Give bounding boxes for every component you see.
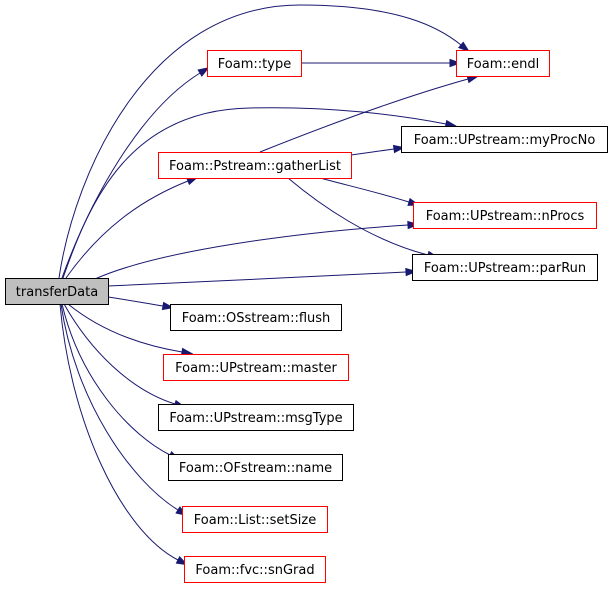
node-snGrad[interactable]: Foam::fvc::snGrad bbox=[184, 556, 326, 583]
edge-gatherList-to-nProcs bbox=[319, 177, 421, 206]
edge-transferData-to-endl bbox=[58, 4, 470, 279]
node-label: Foam::OSstream::flush bbox=[182, 311, 331, 326]
node-msgType[interactable]: Foam::UPstream::msgType bbox=[158, 404, 354, 431]
edge-transferData-to-name bbox=[61, 303, 181, 461]
node-box bbox=[182, 506, 328, 533]
edge-type-to-endl bbox=[301, 58, 462, 68]
edge-line bbox=[107, 296, 164, 307]
edge-transferData-to-snGrad bbox=[59, 303, 189, 566]
node-box bbox=[5, 278, 109, 305]
node-master[interactable]: Foam::UPstream::master bbox=[163, 354, 349, 381]
node-transferData: transferData bbox=[5, 278, 109, 305]
node-box bbox=[163, 354, 349, 381]
node-box bbox=[401, 126, 608, 153]
arrowhead bbox=[405, 267, 418, 277]
edge-transferData-to-gatherList bbox=[65, 176, 199, 279]
node-parRun[interactable]: Foam::UPstream::parRun bbox=[412, 254, 598, 281]
node-box bbox=[158, 404, 354, 431]
edge-transferData-to-flush bbox=[107, 296, 175, 311]
node-box bbox=[207, 50, 302, 77]
edge-line bbox=[60, 303, 179, 511]
edge-line bbox=[287, 177, 429, 256]
node-box bbox=[412, 254, 598, 281]
node-label: Foam::type bbox=[218, 57, 291, 72]
node-box bbox=[184, 556, 326, 583]
node-label: Foam::OFstream::name bbox=[179, 461, 332, 476]
edge-line bbox=[319, 177, 410, 203]
edge-line bbox=[65, 180, 189, 279]
node-label: Foam::endl bbox=[467, 57, 539, 72]
edge-line bbox=[259, 78, 469, 153]
node-label: Foam::UPstream::msgType bbox=[169, 411, 342, 426]
node-nProcs[interactable]: Foam::UPstream::nProcs bbox=[413, 202, 597, 229]
node-box bbox=[413, 202, 597, 229]
edge-transferData-to-nProcs bbox=[94, 220, 420, 280]
arrowhead bbox=[197, 67, 210, 77]
node-label: transferData bbox=[16, 285, 98, 300]
node-label: Foam::UPstream::parRun bbox=[424, 261, 586, 276]
edge-line bbox=[59, 303, 179, 561]
node-box bbox=[456, 50, 550, 77]
node-label: Foam::Pstream::gatherList bbox=[169, 159, 341, 174]
edge-gatherList-to-myProcNo bbox=[350, 144, 406, 156]
node-label: Foam::fvc::snGrad bbox=[195, 563, 314, 578]
edge-line bbox=[61, 303, 171, 456]
arrowhead bbox=[457, 41, 470, 53]
node-label: Foam::UPstream::nProcs bbox=[426, 209, 585, 224]
edge-line bbox=[63, 303, 176, 405]
edge-line bbox=[107, 271, 407, 287]
edge-line bbox=[350, 148, 395, 156]
arrowhead bbox=[449, 58, 462, 68]
node-box bbox=[168, 454, 343, 481]
node-label: Foam::UPstream::myProcNo bbox=[414, 133, 596, 148]
edge-line bbox=[62, 107, 447, 279]
edge-line bbox=[94, 224, 409, 280]
edge-transferData-to-parRun bbox=[107, 267, 418, 287]
node-setSize[interactable]: Foam::List::setSize bbox=[182, 506, 328, 533]
node-gatherList[interactable]: Foam::Pstream::gatherList bbox=[158, 152, 352, 179]
node-endl[interactable]: Foam::endl bbox=[456, 50, 550, 77]
nodes-layer: transferData Foam::type Foam::endlFoam::Ps… bbox=[5, 50, 608, 583]
node-type[interactable]: Foam::type bbox=[207, 50, 302, 77]
edge-transferData-to-myProcNo bbox=[62, 107, 458, 279]
node-myProcNo[interactable]: Foam::UPstream::myProcNo bbox=[401, 126, 608, 153]
edge-line bbox=[58, 4, 462, 279]
node-label: Foam::List::setSize bbox=[194, 513, 316, 528]
node-box bbox=[170, 304, 342, 331]
node-flush[interactable]: Foam::OSstream::flush bbox=[170, 304, 342, 331]
node-box bbox=[158, 152, 352, 179]
node-label: Foam::UPstream::master bbox=[175, 361, 337, 376]
edge-line bbox=[67, 303, 183, 353]
node-name[interactable]: Foam::OFstream::name bbox=[168, 454, 343, 481]
